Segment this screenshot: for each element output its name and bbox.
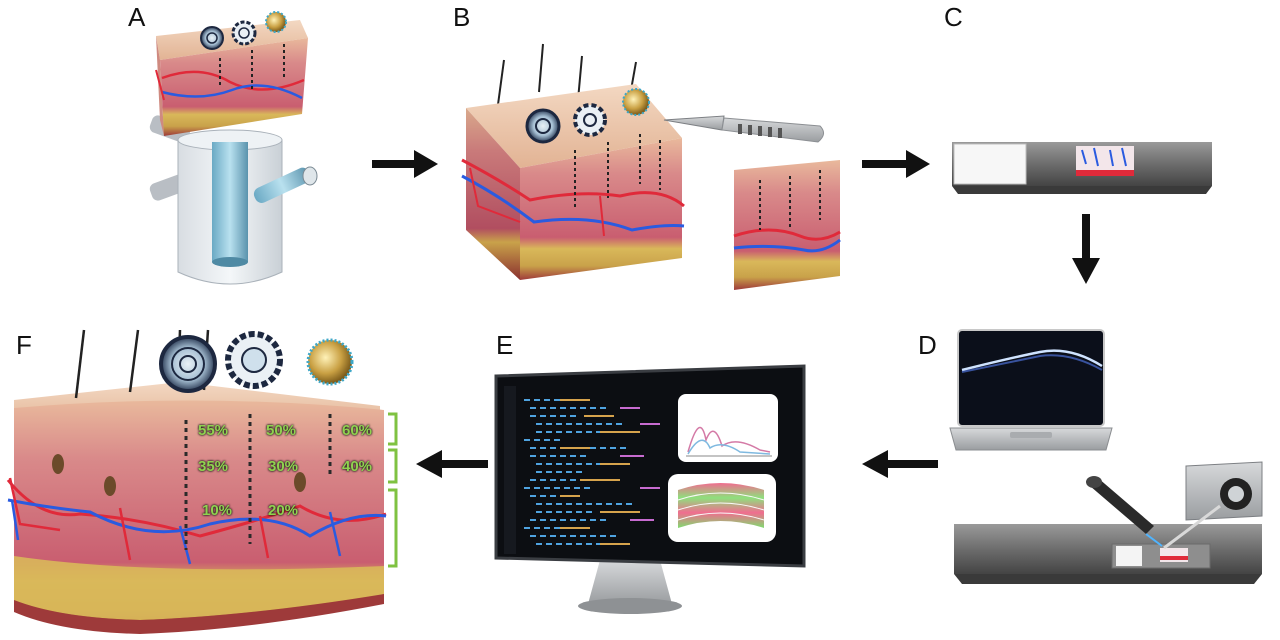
panel-label-f: F: [16, 330, 32, 360]
penetration-top-1: 55%: [198, 422, 229, 439]
nanoparticle-icon: [306, 338, 354, 386]
penetration-middle-1: 35%: [198, 458, 229, 475]
code-editor: [504, 386, 660, 554]
panel-label-d: D: [918, 330, 937, 360]
penetration-top-2: 50%: [266, 422, 297, 439]
franz-cell-icon: [149, 115, 318, 285]
arrow-d-to-e: [862, 450, 938, 478]
penetration-middle-2: 30%: [268, 458, 299, 475]
arrow-b-to-c: [862, 150, 930, 178]
arrow-e-to-f: [416, 450, 488, 478]
layer-brackets: [388, 412, 398, 568]
panel-label-b: B: [453, 2, 470, 32]
nanoparticle-icon: [159, 335, 217, 393]
raman-microscope-icon: [954, 461, 1263, 584]
nanoparticle-icon: [225, 331, 283, 389]
penetration-top-3: 60%: [342, 422, 373, 439]
arrow-c-to-d: [1072, 214, 1100, 284]
penetration-bottom-2: 20%: [268, 502, 299, 519]
laptop-icon: [949, 329, 1113, 451]
monitor-icon: [494, 364, 806, 614]
panel-label-a: A: [128, 2, 146, 32]
skin-block-icon: [155, 11, 308, 136]
panel-label-c: C: [944, 2, 963, 32]
penetration-bottom-1: 10%: [202, 502, 233, 519]
skin-slice-icon: [733, 160, 841, 290]
penetration-middle-3: 40%: [342, 458, 373, 475]
arrow-a-to-b: [372, 150, 438, 178]
panel-label-e: E: [496, 330, 513, 360]
microscope-slide-icon: [952, 142, 1212, 194]
skin-block-icon: [461, 43, 685, 280]
skin-result-icon: [6, 329, 387, 634]
scalpel-icon: [663, 115, 824, 143]
